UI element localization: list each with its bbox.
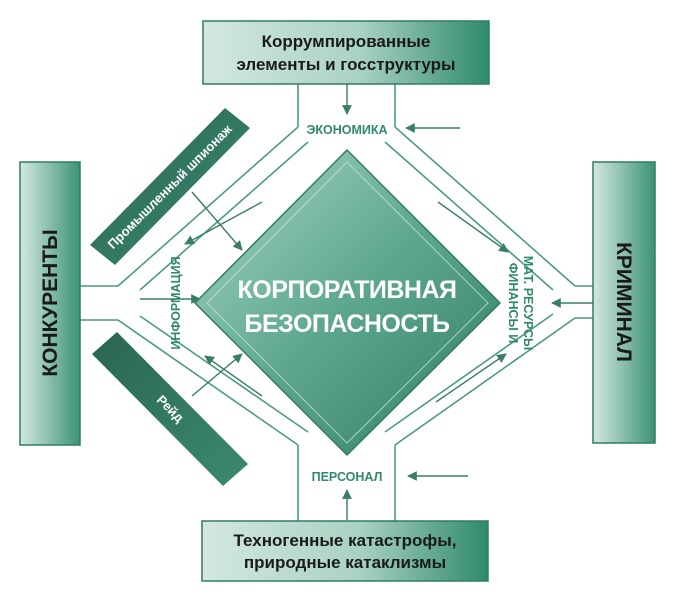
threat-box-corrupt-line1: Коррумпированные [262, 32, 431, 51]
threat-box-criminal-label: КРИМИНАЛ [612, 242, 635, 362]
channel-walls [80, 83, 593, 521]
threat-box-disaster-line1: Техногенные катастрофы, [233, 531, 456, 550]
side-label-finance-line1: ФИНАНСЫ И [506, 263, 520, 343]
threat-box-corrupt: Коррумпированные элементы и госструктуры [202, 20, 490, 85]
threat-box-competitors: КОНКУРЕНТЫ [19, 161, 81, 446]
threat-box-disaster-line2: природные катаклизмы [244, 553, 446, 572]
threat-strip-espionage-label: Промышленный шпионаж [104, 121, 235, 252]
center-title-line1: КОРПОРАТИВНАЯ [238, 276, 457, 304]
side-label-information: ИНФОРМАЦИЯ [169, 256, 183, 349]
threat-strip-espionage: Промышленный шпионаж [90, 108, 250, 265]
threat-box-competitors-label: КОНКУРЕНТЫ [39, 229, 62, 376]
center-diamond: КОРПОРАТИВНАЯ БЕЗОПАСНОСТЬ [193, 148, 502, 457]
threat-box-corrupt-line2: элементы и госструктуры [236, 55, 455, 74]
threat-box-criminal: КРИМИНАЛ [592, 161, 656, 444]
threat-strip-raid: Рейд [92, 332, 248, 486]
side-label-finance-line2: МАТ. РЕСУРСЫ [521, 256, 535, 351]
side-label-economics: ЭКОНОМИКА [306, 123, 387, 137]
side-label-personnel: ПЕРСОНАЛ [312, 470, 383, 484]
threat-box-disaster: Техногенные катастрофы, природные катакл… [201, 520, 489, 582]
center-title-line2: БЕЗОПАСНОСТЬ [244, 310, 450, 338]
arrows [140, 84, 593, 520]
